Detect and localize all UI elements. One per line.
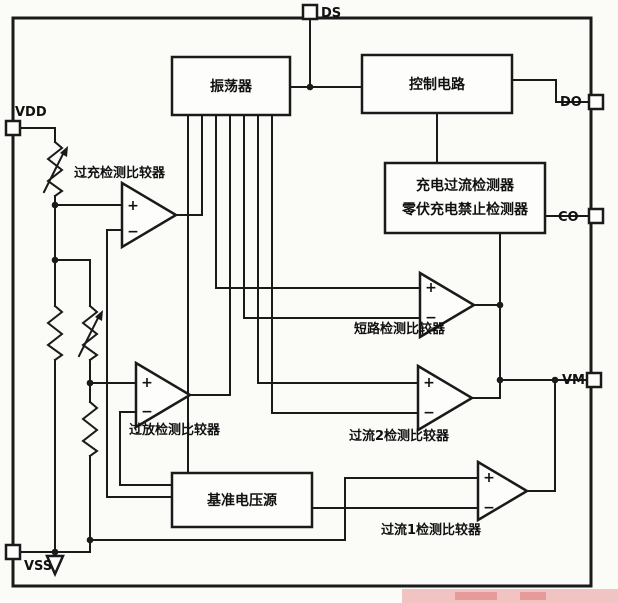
short-circuit-comparator-label: 短路检测比较器	[354, 321, 446, 337]
overcurrent1-plus-sign: +	[483, 470, 495, 486]
junction-vss	[51, 548, 59, 556]
vss-pin-pad	[4, 543, 22, 561]
resistor-3-arrow	[77, 314, 101, 358]
comparator-overcharge: + − 过充检测比较器	[74, 165, 179, 250]
wire-vdd-lead	[19, 127, 56, 143]
overdischarge-comparator-symbol	[134, 360, 193, 430]
block-reference-voltage: 基准电压源	[170, 471, 314, 529]
resistor-4	[81, 400, 99, 458]
wire-ctrl-do	[511, 79, 590, 103]
junction-ds	[306, 83, 314, 91]
block-control-circuit: 控制电路	[360, 53, 514, 115]
resistor-3	[81, 304, 99, 362]
overcurrent2-comparator-label: 过流2检测比较器	[349, 428, 450, 444]
block-charge-overcurrent-detector: 充电过流检测器 零伏充电禁止检测器	[383, 161, 547, 235]
reference-voltage-box	[170, 471, 314, 529]
charge-detector-label-line2: 零伏充电禁止检测器	[401, 201, 529, 218]
watermark-mark-2	[520, 592, 546, 600]
pin-vss: VSS	[4, 543, 52, 574]
wire-overdischarge-minus-feed	[119, 411, 173, 486]
oscillator-label: 振荡器	[210, 78, 253, 95]
wire-short-plus-feed	[215, 114, 421, 289]
wire-short-minus-feed	[243, 114, 421, 319]
overcharge-comparator-label: 过充检测比较器	[74, 165, 166, 181]
vdd-pin-pad	[4, 119, 22, 137]
resistor-3-arrowhead	[95, 310, 103, 321]
ds-pin-label: DS	[321, 6, 341, 21]
comparator-overdischarge: + − 过放检测比较器	[129, 360, 221, 438]
vss-pin-label: VSS	[24, 559, 52, 574]
pin-co: CO	[558, 207, 605, 225]
overcharge-comparator-symbol	[120, 180, 179, 250]
junction-divider-tap1	[51, 201, 59, 209]
wire-chain2-top	[54, 259, 91, 307]
wire-overcharge-output	[175, 114, 203, 216]
overcurrent1-comparator-label: 过流1检测比较器	[381, 522, 482, 538]
pin-ds: DS	[301, 3, 341, 21]
overcurrent1-comparator-symbol	[476, 459, 530, 523]
do-pin-label: DO	[560, 95, 582, 110]
junction-oc1-vm	[551, 376, 559, 384]
resistor-2	[46, 304, 64, 362]
control-circuit-box	[360, 53, 514, 115]
watermark-artifact	[402, 589, 618, 603]
wire-overcharge-minus-feed	[106, 229, 173, 498]
overcharge-plus-sign: +	[127, 198, 139, 214]
resistor-1	[46, 140, 64, 198]
vm-pin-label: VM	[562, 373, 585, 388]
comparator-overcurrent2: + − 过流2检测比较器	[349, 363, 475, 444]
do-pin-pad	[587, 93, 605, 111]
ds-pin-pad	[301, 3, 319, 21]
reference-voltage-label: 基准电压源	[207, 492, 277, 509]
vdd-pin-label: VDD	[15, 105, 47, 120]
comparator-short-circuit: + − 短路检测比较器	[354, 270, 477, 340]
watermark-mark-1	[455, 592, 497, 600]
wire-oc2-minus-feed	[271, 114, 419, 414]
wire-oc1-plus-feed	[89, 477, 479, 541]
short-circuit-minus-sign: −	[425, 310, 437, 326]
co-pin-pad	[587, 207, 605, 225]
overcurrent2-minus-sign: −	[423, 405, 435, 421]
pin-vdd: VDD	[4, 105, 47, 137]
wires	[19, 18, 590, 557]
resistor-1-arrow	[42, 150, 66, 194]
overcharge-minus-sign: −	[127, 224, 139, 240]
wire-overdischarge-output	[189, 114, 231, 396]
oscillator-box	[170, 55, 292, 117]
comparator-overcurrent1: + − 过流1检测比较器	[381, 459, 530, 538]
overdischarge-plus-sign: +	[141, 375, 153, 391]
down-arrow-symbol	[45, 554, 65, 578]
vm-pin-pad	[585, 371, 603, 389]
overcurrent2-plus-sign: +	[423, 375, 435, 391]
junction-dots	[51, 83, 559, 556]
charge-detector-label-line1: 充电过流检测器	[416, 177, 515, 194]
watermark-strip	[402, 589, 618, 603]
co-pin-label: CO	[558, 210, 579, 225]
overcurrent2-comparator-symbol	[416, 363, 475, 433]
short-circuit-comparator-symbol	[418, 270, 477, 340]
junction-short-output	[496, 301, 504, 309]
wire-oc1-output	[526, 379, 556, 492]
pin-vm: VM	[562, 371, 603, 389]
charge-detector-box	[383, 161, 547, 235]
wire-oc2-plus-feed	[257, 114, 419, 384]
overdischarge-comparator-label: 过放检测比较器	[129, 422, 221, 438]
control-circuit-label: 控制电路	[409, 76, 466, 93]
block-oscillator: 振荡器	[170, 55, 292, 117]
pin-do: DO	[560, 93, 605, 111]
overdischarge-minus-sign: −	[141, 404, 153, 420]
junction-vm-cross	[496, 376, 504, 384]
junction-chain2-tap	[86, 379, 94, 387]
short-circuit-plus-sign: +	[425, 280, 437, 296]
resistors	[42, 140, 103, 458]
junction-chain2-bottom	[86, 536, 94, 544]
overcurrent1-minus-sign: −	[483, 500, 495, 516]
resistor-1-arrowhead	[60, 146, 68, 157]
junction-divider-tap2	[51, 256, 59, 264]
